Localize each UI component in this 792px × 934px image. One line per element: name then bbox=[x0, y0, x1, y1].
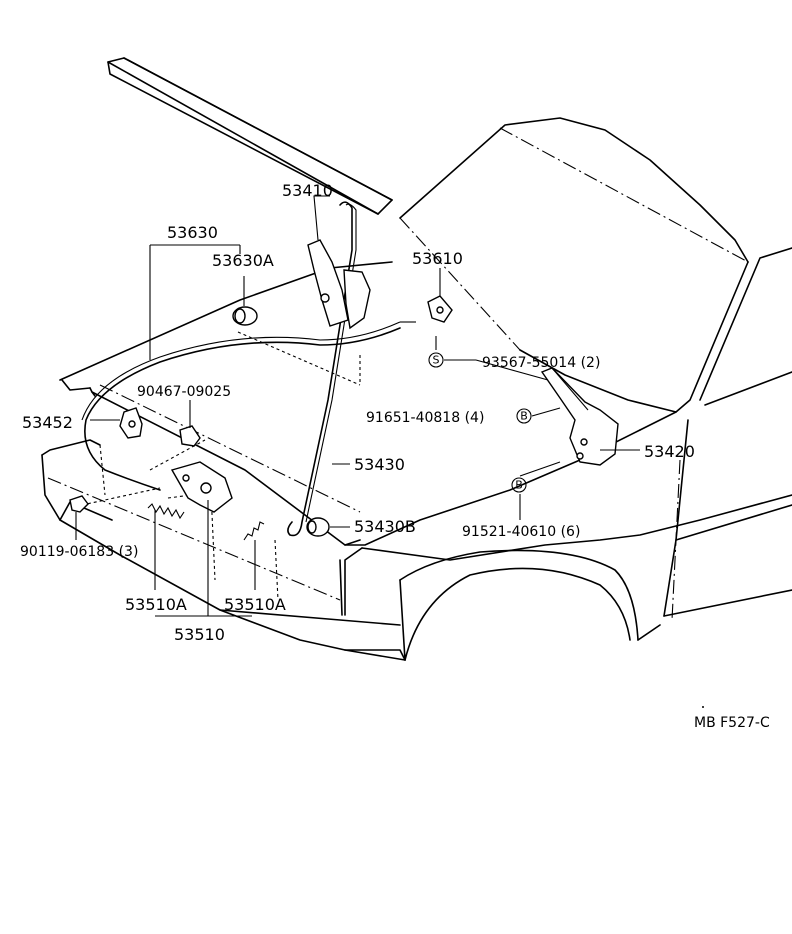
hood-lock-assembly bbox=[170, 461, 233, 513]
fender-body bbox=[344, 419, 792, 661]
b-mark-upper: B bbox=[516, 408, 532, 424]
hood-support-rod bbox=[287, 201, 357, 537]
svg-text:S: S bbox=[433, 354, 440, 367]
bolt-90119 bbox=[69, 495, 89, 513]
label-53420: 53420 bbox=[644, 442, 695, 461]
svg-text:B: B bbox=[515, 479, 523, 492]
b-mark-lower: B bbox=[511, 477, 527, 493]
hood-lock-spring-right bbox=[243, 521, 265, 541]
hood-lock-cable-grommet bbox=[232, 306, 258, 326]
label-53430: 53430 bbox=[354, 455, 405, 474]
clip-90467 bbox=[179, 425, 201, 447]
windshield bbox=[399, 117, 792, 413]
svg-text:B: B bbox=[520, 410, 528, 423]
label-53510: 53510 bbox=[174, 625, 225, 644]
label-53430B: 53430B bbox=[354, 517, 416, 536]
cushion-53430B bbox=[306, 517, 330, 537]
hood-panel bbox=[107, 57, 393, 215]
label-53610: 53610 bbox=[412, 249, 463, 268]
label-53510A-left: 53510A bbox=[125, 595, 187, 614]
hood-lock-spring-left bbox=[147, 503, 185, 520]
label-53630A: 53630A bbox=[212, 251, 274, 270]
release-cable bbox=[81, 321, 416, 491]
hood-hinge-left-bracket bbox=[427, 295, 453, 323]
label-53630: 53630 bbox=[167, 223, 218, 242]
hood-support-bracket bbox=[307, 239, 371, 330]
leader-lines bbox=[75, 195, 640, 617]
hood-hinge-right bbox=[540, 367, 619, 466]
label-53452: 53452 bbox=[22, 413, 73, 432]
reference-code: MB F527-C bbox=[694, 715, 770, 731]
label-53410: 53410 bbox=[282, 181, 333, 200]
label-91651: 91651-40818 (4) bbox=[366, 410, 484, 426]
label-90467: 90467-09025 bbox=[137, 384, 231, 400]
label-53510A-right: 53510A bbox=[224, 595, 286, 614]
s-mark: S bbox=[428, 352, 444, 368]
label-91521: 91521-40610 (6) bbox=[462, 524, 580, 540]
label-90119: 90119-06183 (3) bbox=[20, 544, 138, 560]
cable-clamp-53452 bbox=[119, 407, 143, 439]
label-93567: 93567-55014 (2) bbox=[482, 355, 600, 371]
